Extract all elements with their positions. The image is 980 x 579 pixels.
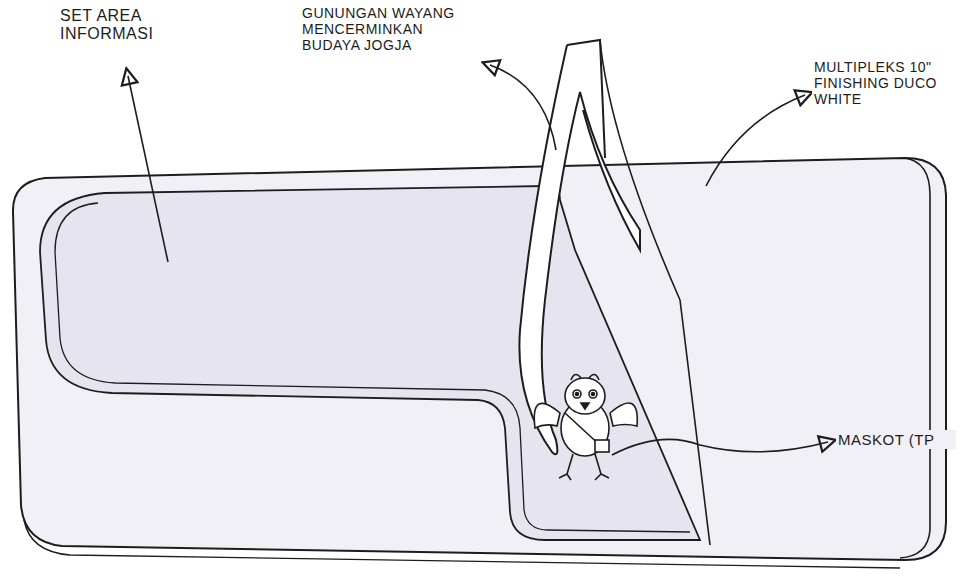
leader-line <box>706 95 805 186</box>
info-panel <box>40 186 700 540</box>
gunungan-side <box>600 40 710 545</box>
callout-label: MASKOT (TP <box>836 430 956 449</box>
gunungan-back <box>567 40 605 158</box>
board-edge <box>24 520 900 568</box>
board-outline <box>13 158 946 560</box>
info-panel-edge <box>55 203 690 532</box>
leader-line <box>490 65 556 150</box>
callout-label: SET AREA INFORMASI <box>58 6 178 45</box>
mascot-figure <box>534 374 637 480</box>
board-edge <box>900 158 930 558</box>
gunungan-shape <box>519 45 640 454</box>
leader-line <box>128 76 168 262</box>
callout-label: GUNUNGAN WAYANG MENCERMINKAN BUDAYA JOGJ… <box>300 4 475 54</box>
leader-line <box>612 439 828 455</box>
callout-label: MULTIPLEKS 10" FINISHING DUCO WHITE <box>812 58 972 108</box>
